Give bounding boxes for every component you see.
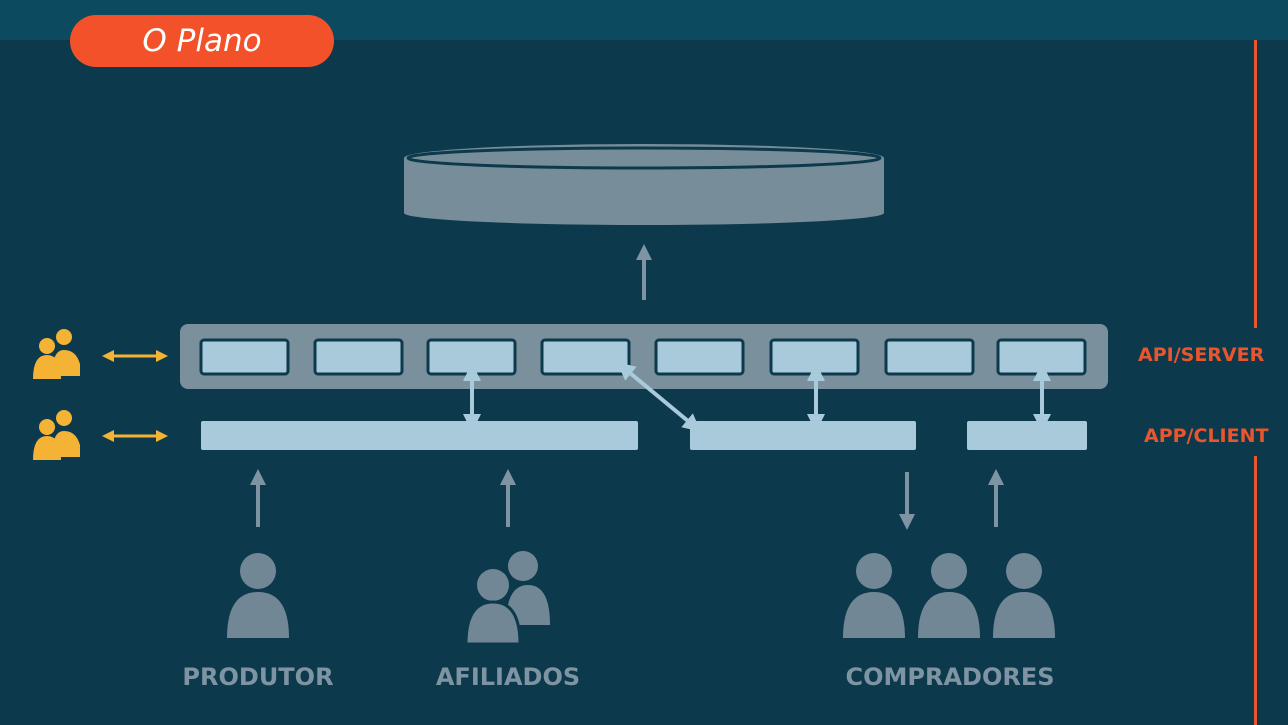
client-bar-buyers-a: [690, 421, 916, 450]
server-module: [884, 338, 975, 376]
server-module: [654, 338, 745, 376]
buyers-people-icon: [843, 553, 1055, 638]
connector-arrow: [617, 362, 701, 432]
server-module: [313, 338, 404, 376]
database-icon: [404, 144, 884, 225]
server-module: [996, 338, 1087, 376]
server-modules: [199, 338, 1087, 376]
server-module: [540, 338, 631, 376]
layer-label-client: APP/CLIENT: [1144, 425, 1269, 447]
server-module: [769, 338, 860, 376]
server-module: [199, 338, 290, 376]
actor-label-produtor: PRODUTOR: [182, 663, 334, 691]
page-title: O Plano: [70, 15, 334, 67]
users-icon: [33, 329, 80, 379]
server-module: [426, 338, 517, 376]
client-bar-producer-affiliates: [201, 421, 638, 450]
actor-label-compradores: COMPRADORES: [845, 663, 1055, 691]
actor-label-afiliados: AFILIADOS: [435, 663, 581, 691]
layer-label-server: API/SERVER: [1138, 344, 1265, 366]
producer-person-icon: [227, 553, 289, 638]
users-icon: [33, 410, 80, 460]
client-bar-buyers-b: [967, 421, 1087, 450]
server-bar: [180, 324, 1108, 389]
right-divider-top: [1254, 40, 1257, 328]
right-divider-bottom: [1254, 456, 1257, 725]
affiliates-people-icon: [464, 551, 550, 646]
